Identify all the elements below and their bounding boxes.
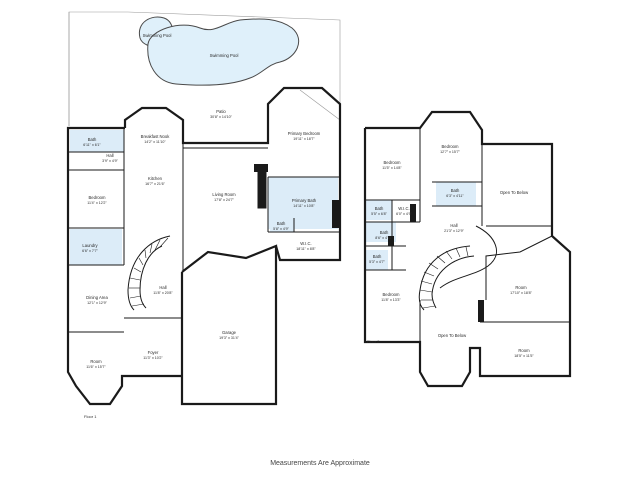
room-name-bedroom-2b: Bedroom <box>442 144 460 149</box>
room-dims-garage: 19'3" x 31'4" <box>219 336 239 340</box>
floor-2-block-3 <box>388 236 394 246</box>
room-dims-wic-2: 6'0" x 4'9" <box>396 212 412 216</box>
floor-1-plan <box>66 11 342 406</box>
laundry-fill <box>70 229 122 265</box>
room-name-kitchen: Kitchen <box>148 176 163 181</box>
room-dims-laundry: 6'6" x 7'7" <box>82 249 98 253</box>
room-dims-bath-2a: 6'3" x 4'11" <box>446 194 464 198</box>
room-name-open-to-below-1: Open To Below <box>500 190 529 195</box>
fireplace-block-1 <box>254 164 268 172</box>
fireplace <box>257 171 267 209</box>
railing-2 <box>439 225 498 289</box>
room-name-living-room: Living Room <box>212 192 236 197</box>
room-dims-bath-2b: 5'5" x 6'8" <box>371 212 387 216</box>
room-name-breakfast-nook: Breakfast Nook <box>141 134 171 139</box>
room-name-foyer: Foyer <box>148 350 159 355</box>
swimming-pool-shape <box>147 18 300 86</box>
room-name-room-2a: Room <box>515 285 527 290</box>
bath-2b-fill <box>366 200 392 220</box>
floor-2-block-2 <box>478 300 484 322</box>
room-name-dining-area: Dining Area <box>86 295 108 300</box>
floor-2-plan <box>363 110 572 388</box>
room-name-room-1: Room <box>90 359 102 364</box>
stair-treads-2 <box>419 246 469 309</box>
room-name-garage: Garage <box>222 330 237 335</box>
room-dims-primary-bath: 14'11" x 10'8" <box>293 204 315 208</box>
room-dims-bedroom-2c: 11'8" x 13'3" <box>381 298 401 302</box>
room-name-primary-bedroom: Primary Bedroom <box>288 131 321 136</box>
room-name-primary-bath: Primary Bath <box>292 198 317 203</box>
room-dims-room-1: 11'6" x 15'7" <box>86 365 106 369</box>
room-name-wic-1: W.I.C. <box>300 241 311 246</box>
room-name-bath-2d: Bath <box>373 254 382 259</box>
footer-note: Measurements Are Approximate <box>270 460 370 467</box>
room-name-swimming-pool: Swimming Pool <box>210 53 239 58</box>
bath-small-fill <box>270 218 294 232</box>
room-name-laundry: Laundry <box>82 243 98 248</box>
room-dims-bedroom-2a: 11'5" x 14'8" <box>382 166 402 170</box>
floor-1-west-wall <box>66 126 182 406</box>
room-dims-bath-2c: 8'6" x 4'11" <box>375 236 393 240</box>
room-dims-room-2a: 17'10" x 18'8" <box>510 291 532 295</box>
floor-2-outer-wall <box>363 110 572 388</box>
room-dims-bath-1: 6'11" x 6'1" <box>83 143 101 147</box>
room-dims-bath-small: 5'8" x 4'9" <box>273 227 289 231</box>
room-name-room-2b: Room <box>518 348 530 353</box>
room-name-bedroom-1: Bedroom <box>89 195 107 200</box>
room-dims-room-2b: 18'5" x 11'5" <box>514 354 534 358</box>
room-name-bedroom-2c: Bedroom <box>383 292 401 297</box>
room-dims-patio: 30'8" x 14'10" <box>210 115 232 119</box>
room-dims-bedroom-2b: 12'7" x 15'7" <box>440 150 460 154</box>
room-dims-hall-2: 11'8" x 20'8" <box>153 291 173 295</box>
room-name-hall-1: Hall <box>106 153 113 158</box>
room-name-bath-2a: Bath <box>451 188 460 193</box>
room-name-swimming-pool-small: Swimming Pool <box>143 33 172 38</box>
room-name-bath-2c: Bath <box>380 230 389 235</box>
room-dims-primary-bedroom: 19'11" x 18'7" <box>293 137 315 141</box>
room-name-hall-2: Hall <box>159 285 166 290</box>
bath-1-fill <box>70 130 124 152</box>
room-dims-hall-3: 21'3" x 12'9" <box>444 229 464 233</box>
room-name-open-to-below-2: Open To Below <box>438 333 467 338</box>
room-name-hall-3: Hall <box>450 223 457 228</box>
floor-2-label: Floor 2 <box>367 339 380 344</box>
bath-2a-fill <box>436 182 476 206</box>
closet-block <box>332 200 340 228</box>
room-dims-living-room: 17'8" x 24'7" <box>214 198 234 202</box>
stair-treads-1 <box>129 237 169 307</box>
room-dims-dining-area: 12'1" x 12'9" <box>87 301 107 305</box>
room-name-bedroom-2a: Bedroom <box>384 160 402 165</box>
staircase-2 <box>418 245 475 311</box>
room-name-bath-small: Bath <box>277 221 286 226</box>
floor-1-outer-wall <box>123 86 342 262</box>
room-name-bath-1: Bath <box>88 137 97 142</box>
room-dims-breakfast-nook: 14'2" x 11'10" <box>144 140 166 144</box>
room-dims-hall-1: 3'9" x 4'9" <box>102 159 118 163</box>
floor-2-block-1 <box>410 204 416 222</box>
wall-room-2a <box>485 235 553 300</box>
room-dims-bath-2d: 5'3" x 4'7" <box>369 260 385 264</box>
room-dims-kitchen: 16'7" x 21'6" <box>145 182 165 186</box>
room-name-wic-2: W.I.C. <box>398 206 409 211</box>
floor-1-label: Floor 1 <box>84 414 97 419</box>
garage-wall <box>180 244 278 406</box>
room-name-patio: Patio <box>216 109 226 114</box>
bath-2d-fill <box>366 250 388 270</box>
room-dims-bedroom-1: 11'4" x 12'2" <box>87 201 107 205</box>
room-dims-foyer: 11'3" x 10'2" <box>143 356 163 360</box>
room-dims-wic-1: 18'11" x 8'8" <box>296 247 316 251</box>
staircase-1 <box>127 235 171 311</box>
room-name-bath-2b: Bath <box>375 206 384 211</box>
